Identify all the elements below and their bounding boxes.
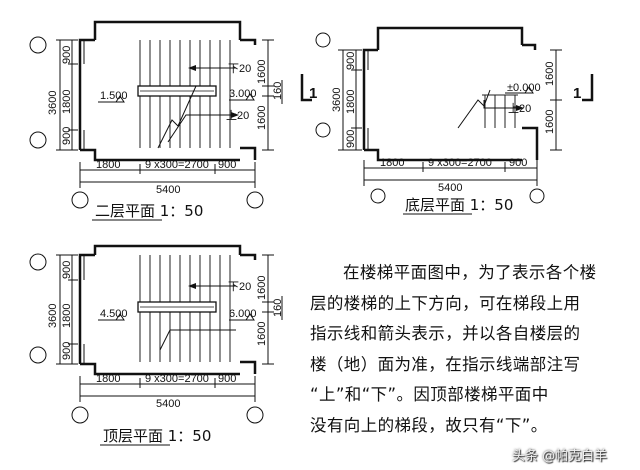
dim-right-1: 1600	[256, 276, 268, 300]
second-floor-plan: 1.500 3.000 下20 上20 3600 900 1800 900	[29, 20, 284, 221]
up-label: 上20	[508, 102, 531, 115]
dim-top: 900	[61, 46, 73, 64]
down-label: 下20	[228, 63, 251, 75]
dim-run-1: 1800	[96, 373, 120, 385]
axis-bubbles	[29, 36, 264, 209]
watermark: 头条 @帕克白羊	[512, 449, 608, 464]
dim-right-2: 160	[272, 82, 284, 100]
dim-total-left: 3600	[47, 91, 59, 115]
dim-mid: 1800	[61, 90, 73, 114]
walls	[362, 26, 539, 162]
dim-run-2: 9 x300=2700	[145, 373, 209, 385]
dim-run-3: 900	[218, 159, 236, 171]
dim-right-3: 1600	[256, 322, 268, 346]
dim-run-1: 1800	[380, 157, 404, 169]
dim-bottom: 900	[61, 127, 73, 145]
level-text: ±0.000	[507, 82, 541, 94]
dim-run-2: 9 x300=2700	[428, 157, 492, 169]
dim-right-1: 1600	[544, 62, 556, 86]
section-mark-left: 1	[300, 74, 317, 102]
level-left-text: 1.500	[100, 90, 128, 102]
dim-run-2: 9 x300=2700	[145, 159, 209, 171]
walls	[78, 20, 257, 162]
dim-run-3: 900	[218, 373, 236, 385]
paragraph-line: 没有向上的梯段，故只有“下”。	[310, 415, 548, 435]
plan-title: 顶层平面 1：50	[103, 427, 211, 445]
level-left-text: 4.500	[100, 308, 128, 320]
dim-mid: 1800	[345, 90, 357, 114]
up-direction-line	[483, 100, 521, 109]
break-line	[457, 89, 491, 129]
paragraph-line: 楼（地）面为准，在指示线端部注写	[310, 354, 581, 374]
paragraph-line: 指示线和箭头表示，并以各自楼层的	[310, 324, 581, 343]
dim-right-2: 160	[272, 299, 284, 317]
dim-mid: 1800	[61, 304, 73, 328]
paragraph-line: 在楼梯平面图中，为了表示各个楼	[343, 263, 597, 282]
dim-run-3: 900	[509, 157, 527, 169]
dim-total-bottom: 5400	[156, 184, 180, 196]
dim-bottom: 900	[61, 342, 73, 360]
dim-total-bottom: 5400	[156, 398, 180, 410]
svg-text:1: 1	[309, 85, 317, 102]
level-right-text: 3.000	[229, 88, 257, 100]
left-dimension	[56, 39, 78, 151]
axis-bubbles	[315, 32, 545, 204]
right-dimension	[550, 49, 562, 151]
dim-total-bottom: 5400	[438, 182, 462, 194]
level-mark: ±0.000	[505, 82, 541, 94]
level-mark-left: 1.500	[98, 90, 128, 103]
bottom-dimension	[363, 160, 538, 186]
plan-title: 底层平面 1：50	[405, 196, 513, 214]
plan-title: 二层平面 1：50	[95, 202, 203, 220]
left-dimension	[56, 254, 78, 365]
dim-total-left: 3600	[47, 304, 59, 328]
dim-top: 900	[345, 52, 357, 70]
paragraph-line: “上”和“下”。因顶部楼梯平面中	[310, 385, 549, 404]
left-dimension	[338, 49, 362, 151]
level-right-text: 6.000	[229, 308, 257, 320]
bottom-dimension	[79, 376, 256, 402]
dim-right-2: 1600	[544, 110, 556, 134]
up-label: 上20	[226, 109, 249, 122]
walls	[78, 244, 257, 376]
dim-right-3: 1600	[256, 106, 268, 130]
down-label: 下20	[228, 281, 251, 293]
break-line	[157, 85, 197, 149]
right-dimension	[262, 39, 283, 151]
section-mark-right: 1	[573, 74, 594, 102]
up-direction-line	[167, 114, 236, 143]
down-direction-line-2	[159, 329, 236, 351]
bottom-dimension	[79, 162, 256, 188]
ground-floor-plan: ±0.000 上20 1 1 3600 900 1800 900	[300, 26, 594, 215]
dim-run-1: 1800	[96, 159, 120, 171]
axis-bubbles	[29, 253, 264, 424]
explanation-paragraph: 在楼梯平面图中，为了表示各个楼 层的楼梯的上下方向，可在梯段上用 指示线和箭头表…	[310, 258, 620, 441]
dim-right-1: 1600	[256, 60, 268, 84]
dim-top: 900	[61, 261, 73, 279]
top-floor-plan: 4.500 6.000 下20 3600 900 1800 900 1600 1	[29, 244, 284, 446]
level-mark-left: 4.500	[98, 308, 128, 321]
level-mark-right: 6.000	[229, 308, 257, 321]
right-dimension	[262, 254, 283, 365]
dim-total-left: 3600	[331, 88, 343, 112]
paragraph-line: 层的楼梯的上下方向，可在梯段上用	[310, 293, 581, 313]
svg-text:1: 1	[573, 85, 581, 102]
dim-bottom: 900	[345, 130, 357, 148]
level-mark-right: 3.000	[229, 88, 257, 101]
